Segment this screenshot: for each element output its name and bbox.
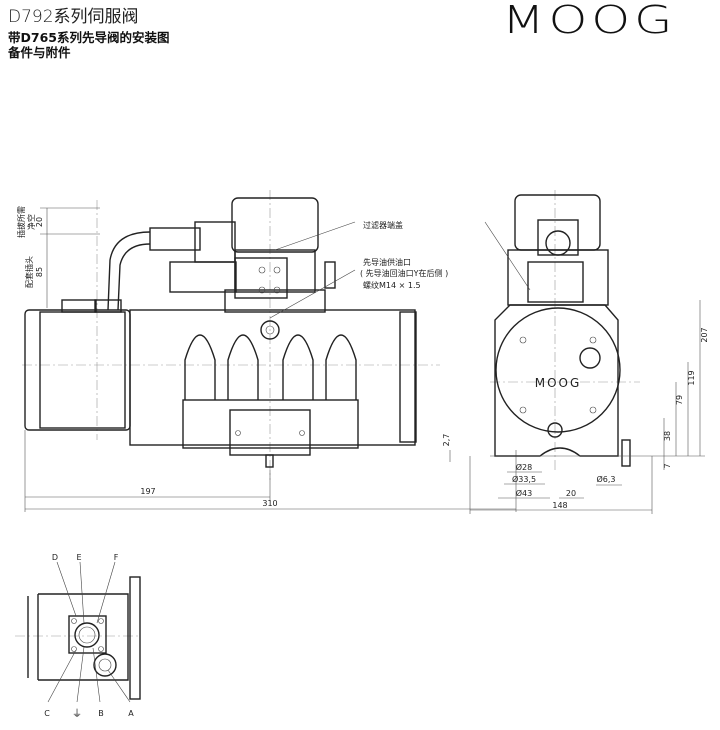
dim-dia-6-3: Ø6,3	[596, 474, 615, 484]
subtitle-line-1: 带D765系列先导阀的安装图	[8, 30, 170, 45]
side-view: 20 净空 插拔所需 85 配套插头 197 310 过滤器端盖 先导油供油口 …	[16, 190, 517, 512]
label-clearance-1: 插拔所需	[16, 206, 26, 238]
pin-label-c: C	[44, 709, 50, 718]
pin-label-b: B	[98, 709, 104, 718]
dim-197: 197	[140, 487, 155, 496]
moog-logo: MOOG	[502, 0, 677, 42]
pin-label-d: D	[52, 553, 58, 562]
pin-label-e: E	[76, 553, 81, 562]
end-view: MOOG 207 119 79 38 7 2,7 Ø28 Ø33,	[442, 190, 709, 514]
label-pilot-supply-1: 先导油供油口	[363, 257, 411, 267]
pin-label-f: F	[114, 553, 119, 562]
label-clearance-2: 净空	[26, 214, 36, 230]
dim-20: 20	[566, 489, 576, 498]
pin-label-a: A	[128, 709, 134, 718]
dim-207: 207	[700, 327, 709, 342]
dim-dia-33-5: Ø33,5	[512, 474, 536, 484]
label-pilot-supply-2: ( 先导油回油口Y在后侧 )	[360, 268, 448, 278]
dim-7: 7	[663, 463, 672, 468]
dim-clearance-value: 20	[35, 217, 44, 227]
connector-view: D E F C ⏚ B A	[15, 553, 141, 720]
dim-dia-43: Ø43	[516, 488, 532, 498]
label-filter-cap: 过滤器端盖	[363, 220, 403, 230]
document-title: D792系列伺服阀	[8, 7, 139, 27]
dim-119: 119	[687, 370, 696, 385]
label-mating-plug: 配套插头	[24, 256, 34, 288]
dim-2-7: 2,7	[442, 434, 451, 447]
dim-mating-plug-value: 85	[35, 267, 44, 277]
body-moog-logo: MOOG	[535, 376, 582, 390]
dim-38: 38	[663, 431, 672, 441]
ground-icon: ⏚	[72, 708, 82, 720]
subtitle-line-2: 备件与附件	[8, 45, 71, 60]
dim-310: 310	[262, 499, 277, 508]
document-subtitle: 带D765系列先导阀的安装图 备件与附件	[8, 30, 169, 60]
label-pilot-supply-3: 螺纹M14 × 1.5	[363, 280, 421, 290]
dim-dia-28: Ø28	[516, 462, 532, 472]
dim-148: 148	[552, 501, 567, 510]
dim-79: 79	[675, 395, 684, 405]
